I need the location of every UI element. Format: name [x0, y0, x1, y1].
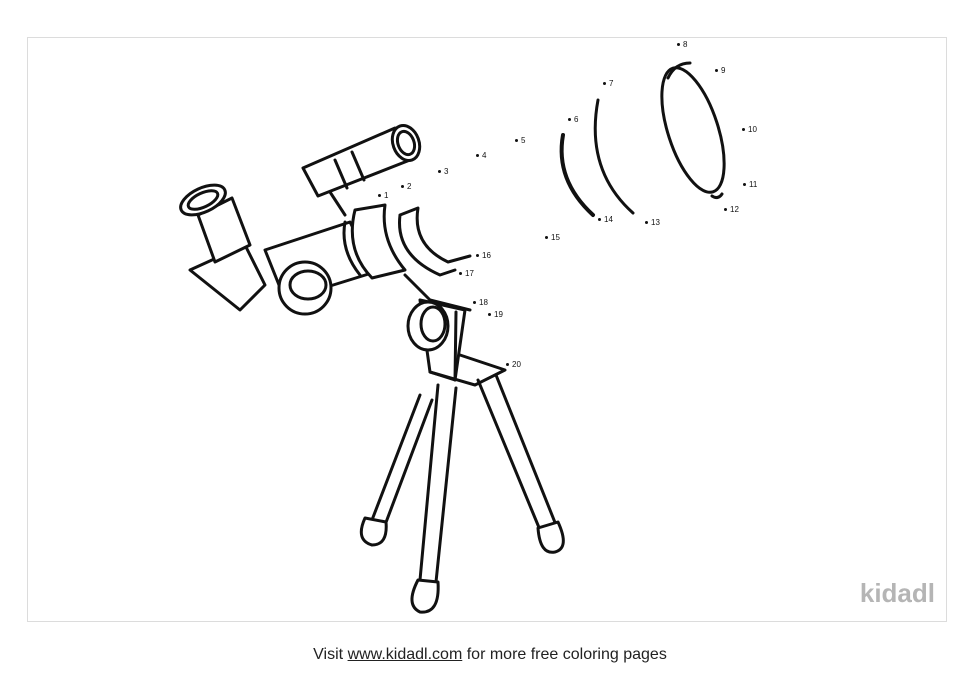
dot-16: 16: [476, 252, 491, 260]
dot-14: 14: [598, 216, 613, 224]
dot-17: 17: [459, 270, 474, 278]
dot-6: 6: [568, 116, 578, 124]
dot-1: 1: [378, 192, 388, 200]
dot-3: 3: [438, 168, 448, 176]
fork-mount: [398, 206, 472, 312]
footer-text: Visit www.kidadl.com for more free color…: [0, 646, 980, 664]
tripod-legs: [359, 373, 565, 614]
main-tube: [263, 203, 407, 316]
mount-block: [406, 298, 507, 387]
dot-9: 9: [715, 67, 725, 75]
kidadl-link[interactable]: www.kidadl.com: [347, 646, 463, 663]
tube-front-arcs: [559, 61, 726, 217]
dot-2: 2: [401, 183, 411, 191]
dot-7: 7: [603, 80, 613, 88]
dot-12: 12: [724, 206, 739, 214]
dot-13: 13: [645, 219, 660, 227]
dot-5: 5: [515, 137, 525, 145]
finder-scope: [301, 124, 422, 217]
worksheet-frame: [27, 37, 947, 622]
dot-8: 8: [677, 41, 687, 49]
dot-15: 15: [545, 234, 560, 242]
eyepiece: [179, 183, 267, 312]
footer-prefix: Visit: [313, 646, 344, 663]
dot-20: 20: [506, 361, 521, 369]
footer-suffix: for more free coloring pages: [466, 646, 667, 663]
kidadl-watermark: kidadl: [859, 578, 935, 608]
dot-4: 4: [476, 152, 486, 160]
dot-18: 18: [473, 299, 488, 307]
dot-10: 10: [742, 126, 757, 134]
dot-11: 11: [743, 181, 757, 189]
dot-19: 19: [488, 311, 503, 319]
